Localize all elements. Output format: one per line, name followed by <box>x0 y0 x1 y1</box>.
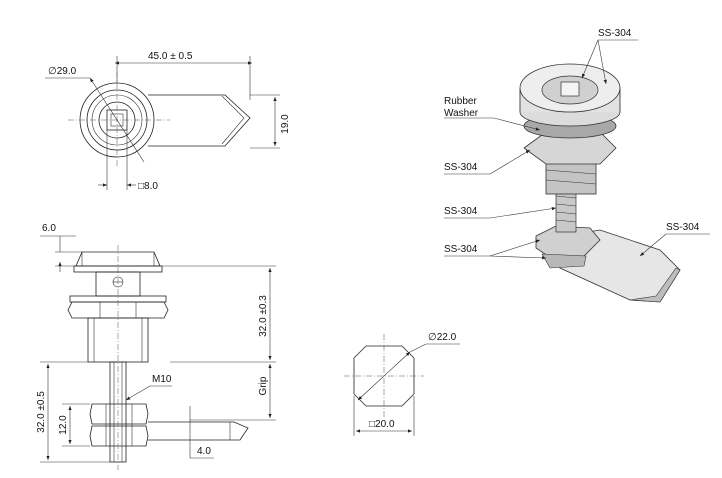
callout-ss304-nut: SS-304 <box>444 162 478 173</box>
overall-dim-label: 32.0 ±0.5 <box>36 391 47 433</box>
callouts: SS-304 Rubber Washer SS-304 SS-304 SS-30… <box>444 28 710 260</box>
callout-ss304-head: SS-304 <box>598 28 632 39</box>
hole-diameter-label: ∅22.0 <box>428 332 457 343</box>
grip-dim-label: Grip <box>258 376 269 395</box>
cam-dim-label: 4.0 <box>197 446 211 457</box>
top-view: 45.0 ± 0.5 19.0 ∅29.0 □8.0 <box>45 51 291 192</box>
callout-rubber: Rubber <box>444 96 477 107</box>
nut-dim-label: 12.0 <box>58 415 69 435</box>
lock-nut-upper <box>89 403 149 425</box>
lock-nut-lower <box>89 425 149 447</box>
length-dim-label: 32.0 ±0.3 <box>258 295 269 337</box>
square-dim-label: □8.0 <box>138 181 158 192</box>
callout-ss304-lower: SS-304 <box>444 244 478 255</box>
head-dim-label: 6.0 <box>42 223 56 234</box>
thread-dim-label: M10 <box>152 374 172 385</box>
side-view: 6.0 32.0 ±0.3 Grip M10 32.0 ±0.5 12.0 4.… <box>36 223 276 470</box>
callout-ss304-screw: SS-304 <box>444 206 478 217</box>
hole-flat-label: □20.0 <box>369 419 395 430</box>
height-dim-label: 19.0 <box>280 114 291 134</box>
callout-ss304-cam: SS-304 <box>666 222 700 233</box>
diameter-dim-label: ∅29.0 <box>48 66 77 77</box>
panel-cutout <box>353 345 415 407</box>
width-dim-label: 45.0 ± 0.5 <box>148 51 193 62</box>
cam-side <box>148 421 249 441</box>
cam-lever-top <box>148 94 251 147</box>
iso-square-drive <box>560 81 580 97</box>
callout-washer: Washer <box>444 108 479 119</box>
isometric-view <box>519 63 681 303</box>
hex-nut-side <box>67 301 169 319</box>
hole-view: ∅22.0 □20.0 <box>344 332 460 436</box>
